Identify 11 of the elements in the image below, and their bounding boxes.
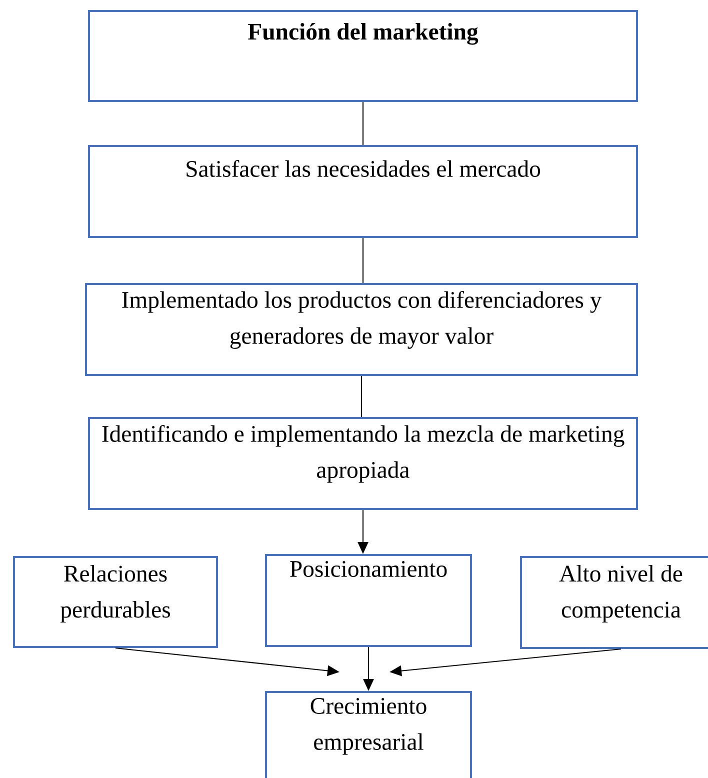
process-box: Identificando e implementando la mezcla de marketing apropiada xyxy=(88,417,638,510)
process-box: Crecimiento empresarial xyxy=(265,691,472,778)
process-box: Alto nivel de competencia xyxy=(520,556,708,649)
process-box: Satisfacer las necesidades el mercado xyxy=(88,145,638,238)
connector-line xyxy=(362,238,364,283)
process-box: Función del marketing xyxy=(88,10,638,102)
process-box: Posicionamiento xyxy=(265,554,472,647)
process-box: Relaciones perdurables xyxy=(13,556,218,648)
connector-line xyxy=(362,102,364,145)
connector-line xyxy=(360,376,362,417)
process-box: Implementado los productos con diferenciadores y generadores de mayor valor xyxy=(85,283,638,376)
